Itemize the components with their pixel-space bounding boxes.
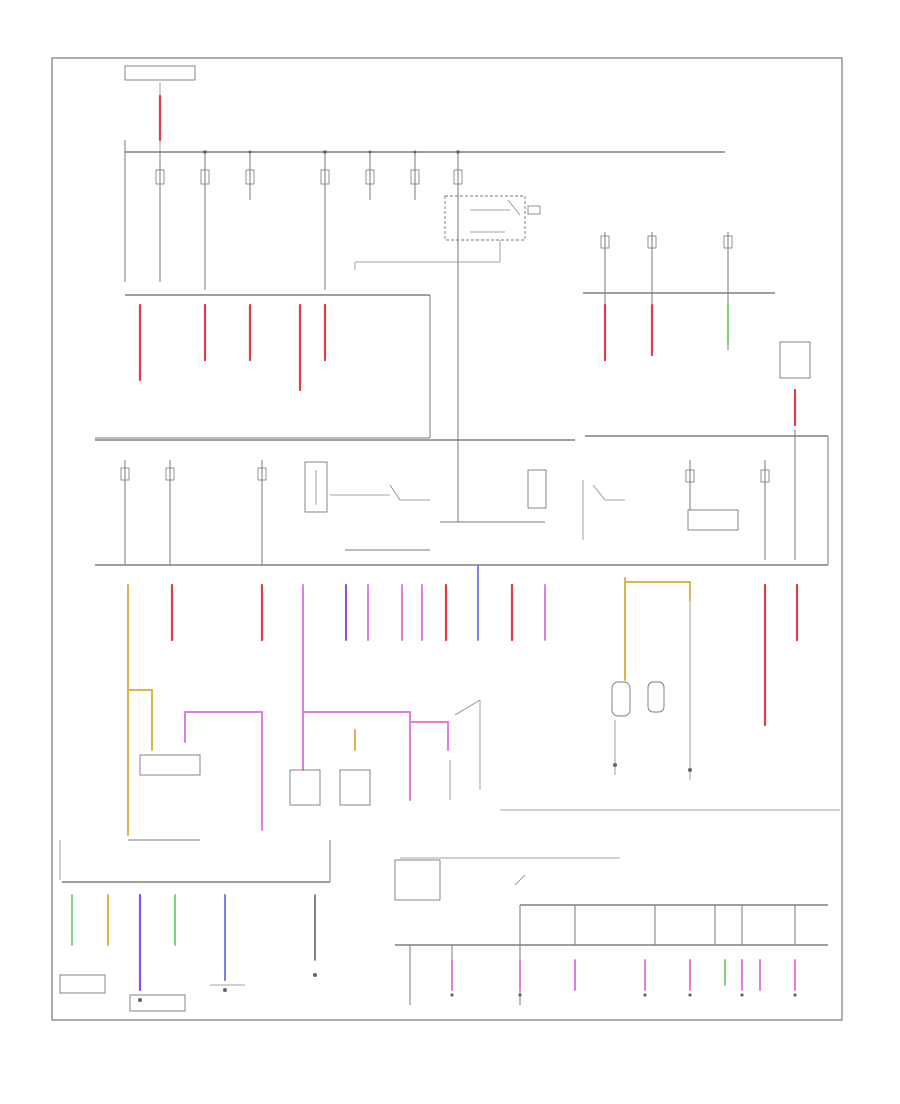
top-section <box>95 65 811 500</box>
sensor-capsule-b <box>647 681 665 713</box>
bottom-left-colored-wires <box>71 893 316 992</box>
diagram-frame <box>51 57 843 1021</box>
top-colored-wires <box>138 303 797 427</box>
module-box-b <box>339 769 371 806</box>
power-label-box-right <box>779 341 811 379</box>
middle-section <box>95 430 840 836</box>
bottom-section <box>59 839 828 1012</box>
module-box-a <box>289 769 321 806</box>
ground-symbols <box>138 763 797 1002</box>
middle-relay-left <box>304 461 328 513</box>
bottom-component-b <box>129 994 186 1012</box>
middle-colored-wires <box>127 564 799 836</box>
bottom-relay-box <box>394 859 441 901</box>
top-fuse-row <box>155 150 463 500</box>
bottom-component-a <box>59 974 106 994</box>
battery-feed-label-box <box>124 65 196 81</box>
sensor-capsule-a <box>611 681 631 717</box>
sensor-box-left <box>139 754 201 776</box>
top-relay <box>354 195 541 270</box>
middle-module-box <box>687 509 739 531</box>
middle-relay-center <box>527 469 547 509</box>
bottom-right-colored-wires <box>451 959 796 991</box>
